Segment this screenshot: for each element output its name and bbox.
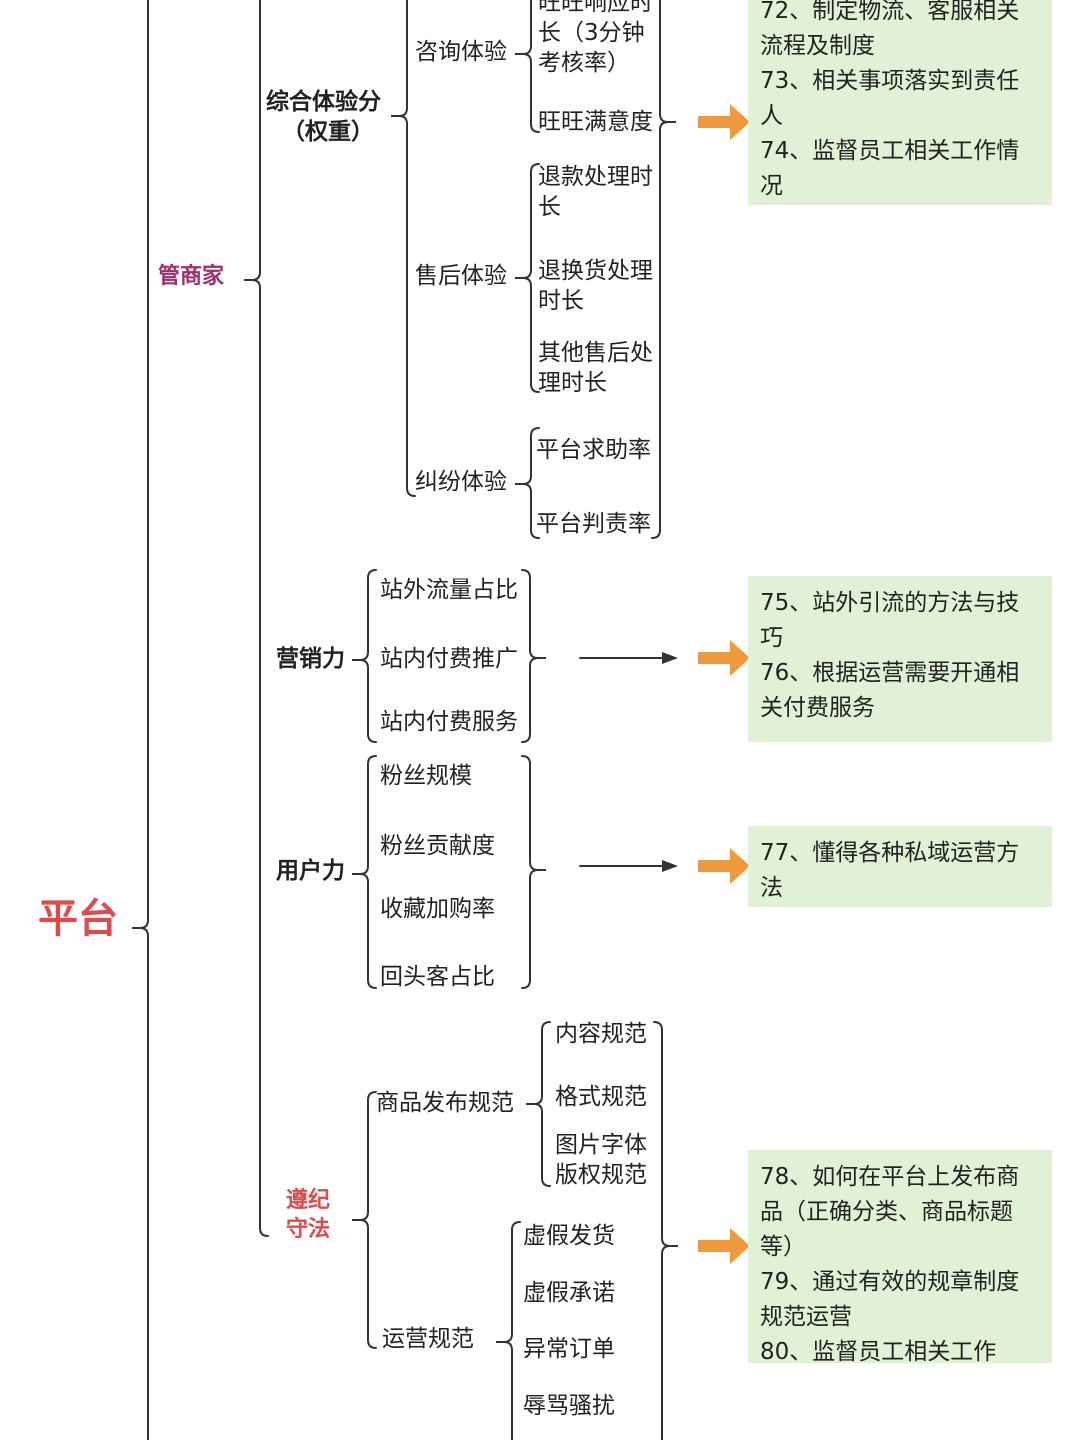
bracket-dispute [515, 427, 540, 539]
ops-item: 辱骂骚扰 [523, 1393, 615, 1419]
product-label: 商品发布规范 [376, 1090, 514, 1116]
root-node: 平台 [38, 896, 118, 942]
aftersale-label: 售后体验 [415, 263, 507, 289]
bracket-experience-right [651, 0, 676, 539]
arrowhead-user [662, 860, 678, 872]
bracket-law [352, 1091, 377, 1349]
note-line: 72、制定物流、客服相关流程及制度 [760, 0, 1020, 59]
experience-title: 综合体验分 [266, 89, 381, 115]
bracket-law-right [653, 1021, 678, 1440]
user-item: 粉丝贡献度 [380, 833, 495, 859]
orange-arrow-marketing [698, 640, 750, 676]
product-item: 格式规范 [555, 1084, 647, 1110]
bracket-marketing-right [521, 569, 546, 743]
bracket-consult [515, 0, 540, 133]
dispute-item: 平台求助率 [536, 437, 651, 463]
experience-subtitle: （权重） [282, 119, 374, 145]
consult-item: 旺旺满意度 [538, 109, 653, 135]
orange-arrow-user [698, 848, 750, 884]
ops-item: 虚假发货 [523, 1223, 615, 1249]
branch-merchant: 管商家 [158, 264, 225, 289]
marketing-item: 站内付费服务 [380, 709, 518, 735]
aftersale-item: 退款处理时长 [538, 164, 653, 220]
law-label-line1: 遵纪 [286, 1188, 331, 1213]
marketing-label: 营销力 [276, 646, 345, 672]
note-box-user: 77、懂得各种私域运营方法 [748, 826, 1052, 907]
user-item: 回头客占比 [380, 964, 495, 990]
note-line: 79、通过有效的规章制度规范运营 [760, 1269, 1020, 1330]
dispute-label: 纠纷体验 [415, 469, 507, 495]
bracket-product [526, 1021, 551, 1187]
note-line: 74、监督员工相关工作情况 [760, 138, 1020, 199]
bracket-root [132, 0, 149, 1440]
orange-arrow-experience [698, 104, 750, 140]
user-item: 粉丝规模 [380, 763, 472, 789]
bracket-user-right [521, 755, 546, 989]
ops-label: 运营规范 [382, 1326, 474, 1352]
bracket-user [352, 755, 377, 989]
orange-arrow-law [698, 1228, 750, 1264]
bracket-experience [391, 0, 416, 497]
note-line: 77、懂得各种私域运营方法 [760, 840, 1020, 901]
note-box-law: 78、如何在平台上发布商品（正确分类、商品标题等） 79、通过有效的规章制度规范… [748, 1150, 1052, 1365]
consult-item: 旺旺响应时长（3分钟考核率） [538, 0, 653, 76]
law-label-line2: 守法 [286, 1217, 331, 1242]
bracket-marketing [352, 569, 377, 743]
arrowhead-marketing [662, 652, 678, 664]
user-item: 收藏加购率 [380, 896, 495, 922]
bracket-aftersale [515, 163, 540, 393]
marketing-item: 站内付费推广 [380, 646, 518, 672]
note-box-marketing: 75、站外引流的方法与技巧 76、根据运营需要开通相关付费服务 [748, 576, 1052, 742]
note-line: 80、监督员工相关工作 [760, 1339, 997, 1365]
marketing-item: 站外流量占比 [380, 577, 518, 603]
bracket-branch [244, 0, 269, 1237]
user-label: 用户力 [276, 858, 345, 884]
bracket-ops [496, 1221, 521, 1440]
note-line: 73、相关事项落实到责任人 [760, 68, 1020, 129]
note-line: 75、站外引流的方法与技巧 [760, 590, 1020, 651]
aftersale-item: 其他售后处理时长 [538, 340, 653, 396]
ops-item: 虚假承诺 [523, 1280, 615, 1306]
dispute-item: 平台判责率 [536, 511, 651, 537]
aftersale-item: 退换货处理时长 [538, 258, 653, 314]
product-item: 图片字体版权规范 [555, 1132, 647, 1188]
note-box-experience: 72、制定物流、客服相关流程及制度 73、相关事项落实到责任人 74、监督员工相… [748, 0, 1052, 205]
note-line: 78、如何在平台上发布商品（正确分类、商品标题等） [760, 1164, 1020, 1260]
consult-label: 咨询体验 [415, 39, 507, 65]
product-item: 内容规范 [555, 1021, 647, 1047]
ops-item: 异常订单 [523, 1336, 615, 1362]
note-line: 76、根据运营需要开通相关付费服务 [760, 660, 1020, 721]
